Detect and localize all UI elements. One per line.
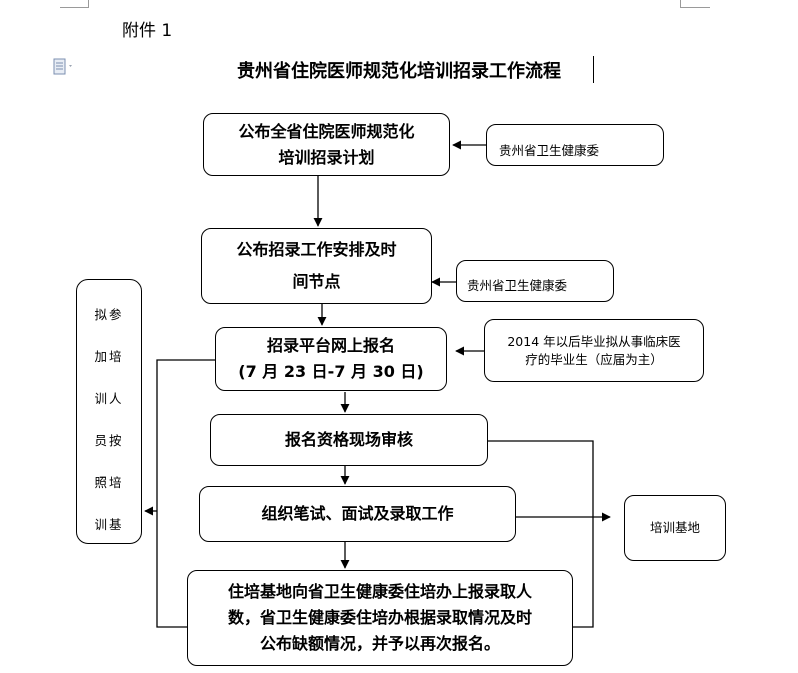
attachment-label: 附件 1 <box>122 21 173 41</box>
step-text-line: 间节点 <box>292 272 341 291</box>
side-note-text: 贵州省卫生健康委 <box>467 278 568 293</box>
side-note-text: 贵州省卫生健康委 <box>499 143 600 158</box>
flow-step-exams-admission: 组织笔试、面试及录取工作 <box>199 486 516 542</box>
step-text-line: 住培基地向省卫生健康委住培办上报录取人 <box>227 582 532 601</box>
step-text-line: (7 月 23 日-7 月 30 日) <box>238 362 424 381</box>
side-note-text: 培训基地 <box>649 520 700 535</box>
step-text-line: 招录平台网上报名 <box>266 336 395 355</box>
page-title: 贵州省住院医师规范化培训招录工作流程 <box>237 61 561 82</box>
side-note-health-commission-1: 贵州省卫生健康委 <box>486 124 664 166</box>
flow-step-publish-plan: 公布全省住院医师规范化培训招录计划 <box>203 113 450 176</box>
flow-step-report-vacancies: 住培基地向省卫生健康委住培办上报录取人数，省卫生健康委住培办根据录取情况及时公布… <box>187 570 573 666</box>
step-text-line: 组织笔试、面试及录取工作 <box>261 504 454 523</box>
step-text-line: 报名资格现场审核 <box>284 430 413 449</box>
flow-step-online-registration: 招录平台网上报名 (7 月 23 日-7 月 30 日) <box>215 327 447 391</box>
loop-left <box>156 359 215 628</box>
document-icon[interactable] <box>53 58 75 76</box>
step-text-line: 公布缺额情况，并予以再次报名。 <box>259 634 500 653</box>
step-text-line: 数，省卫生健康委住培办根据录取情况及时 <box>227 608 532 627</box>
step-text-line: 培训招录计划 <box>278 147 375 167</box>
loop-right <box>488 440 594 628</box>
left-column-line: 拟参 <box>94 307 124 322</box>
left-column-line: 员按 <box>94 433 124 448</box>
step-text-line: 公布全省住院医师规范化 <box>238 121 415 141</box>
left-column-note: 拟参 加培 训人 员按 照培 训基 <box>76 279 142 544</box>
page-corner-mark-left <box>88 0 89 8</box>
side-note-training-base: 培训基地 <box>624 495 726 561</box>
left-column-line: 训基 <box>94 517 124 532</box>
page-corner-mark-left <box>60 7 89 8</box>
flow-step-onsite-review: 报名资格现场审核 <box>210 414 488 466</box>
left-column-line: 加培 <box>94 349 124 364</box>
side-note-text: 2014 年以后毕业拟从事临床医 <box>507 333 681 349</box>
flow-step-publish-schedule: 公布招录工作安排及时间节点 <box>201 228 432 304</box>
text-cursor <box>593 56 594 83</box>
step-text-line: 公布招录工作安排及时 <box>236 240 397 259</box>
side-note-text: 疗的毕业生（应届为主） <box>525 351 663 367</box>
page-corner-mark-right <box>680 7 710 8</box>
side-note-health-commission-2: 贵州省卫生健康委 <box>456 260 614 302</box>
left-column-line: 照培 <box>94 475 124 490</box>
page-corner-mark-right <box>680 0 681 8</box>
left-column-line: 训人 <box>94 391 124 406</box>
side-note-eligible-graduates: 2014 年以后毕业拟从事临床医疗的毕业生（应届为主） <box>484 319 704 382</box>
